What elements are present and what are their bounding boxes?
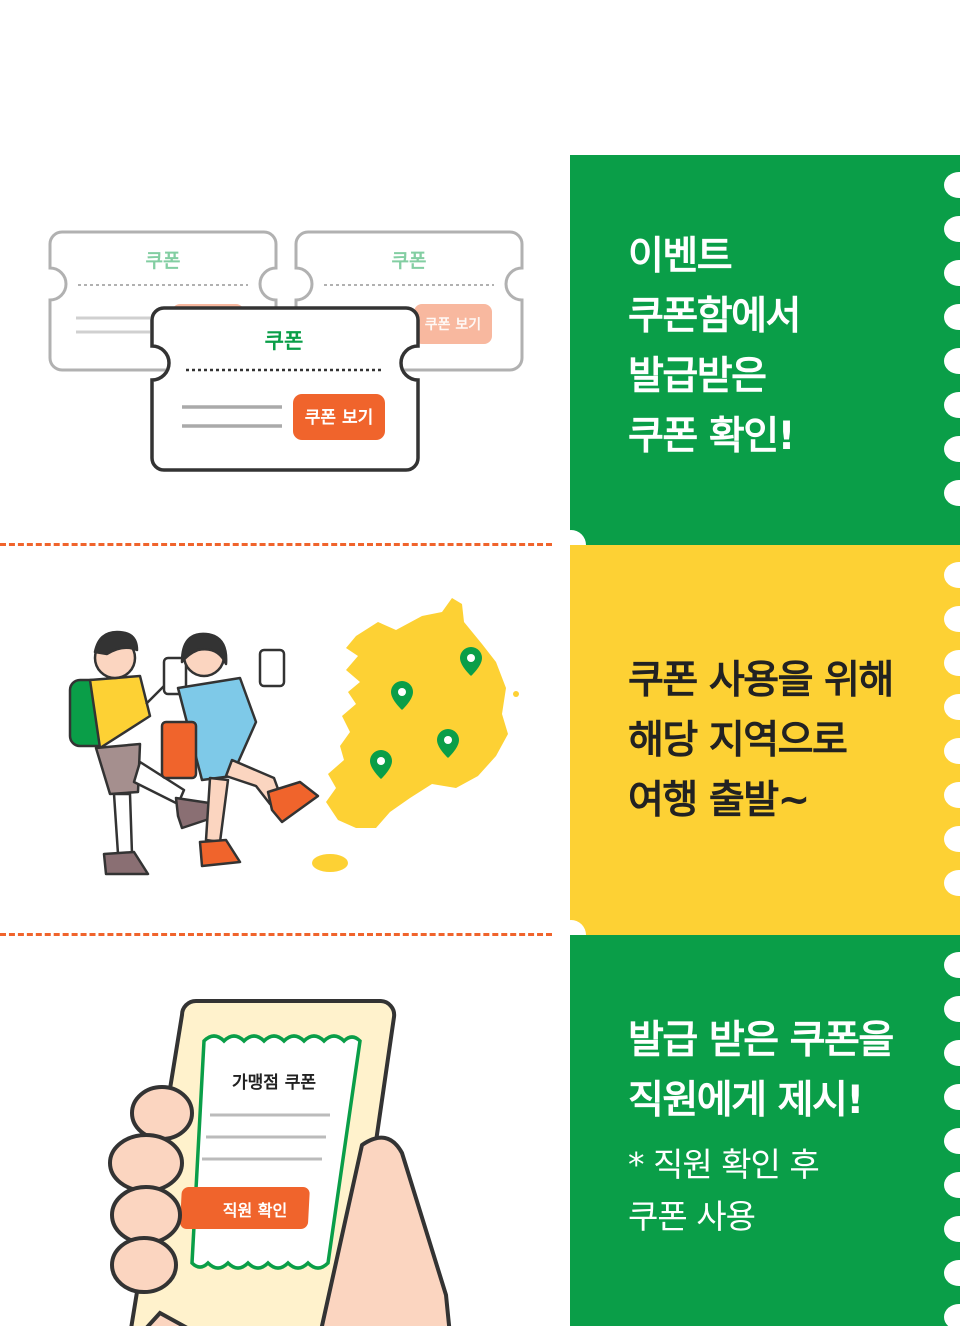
step-panel-2: 쿠폰 사용을 위해 해당 지역으로 여행 출발~ xyxy=(570,545,960,935)
step-panel-3: 발급 받은 쿠폰을 직원에게 제시! * 직원 확인 후 쿠폰 사용 xyxy=(570,935,960,1326)
smartphone-icon xyxy=(129,998,397,1326)
coupon-back-left-label: 쿠폰 xyxy=(146,250,181,272)
coupon-illustration: 쿠폰 쿠폰 쿠폰 보기 쿠폰 쿠폰 보기 xyxy=(48,230,524,472)
traveler-boy xyxy=(68,630,218,876)
coupon-front-label: 쿠폰 xyxy=(265,329,304,353)
staff-confirm-button-label: 직원 확인 xyxy=(223,1201,287,1220)
coupon-back-right-button-label: 쿠폰 보기 xyxy=(425,317,481,333)
hand-right xyxy=(319,1135,452,1326)
step-3-note: * 직원 확인 후 쿠폰 사용 xyxy=(628,1145,820,1236)
step-2-title: 쿠폰 사용을 위해 해당 지역으로 여행 출발~ xyxy=(628,658,894,823)
phone-coupon-title: 가맹점 쿠폰 xyxy=(232,1073,316,1093)
ticket-notches xyxy=(944,935,960,1326)
coupon-view-button-label: 쿠폰 보기 xyxy=(305,408,373,428)
section-divider xyxy=(0,933,552,936)
coupon-back-right-label: 쿠폰 xyxy=(392,250,427,272)
step-3-title: 발급 받은 쿠폰을 직원에게 제시! xyxy=(628,1018,894,1123)
traveler-girl xyxy=(160,632,320,868)
step-panel-1: 이벤트 쿠폰함에서 발급받은 쿠폰 확인! xyxy=(570,155,960,545)
step-1-title: 이벤트 쿠폰함에서 발급받은 쿠폰 확인! xyxy=(628,234,801,459)
hand-fingers xyxy=(108,1085,194,1326)
map-pin-icon xyxy=(437,729,459,758)
map-pin-icon xyxy=(460,647,482,676)
travel-illustration xyxy=(68,598,519,876)
map-pin-icon xyxy=(370,750,392,779)
section-divider xyxy=(0,543,552,546)
ticket-notches xyxy=(944,155,960,545)
phone-illustration: 가맹점 쿠폰 직원 확인 xyxy=(108,998,452,1326)
korea-map xyxy=(326,598,508,828)
jeju-island xyxy=(312,854,348,872)
ticket-notches xyxy=(944,545,960,935)
coupon-ticket-icon xyxy=(150,306,420,472)
map-pin-icon xyxy=(391,681,413,710)
